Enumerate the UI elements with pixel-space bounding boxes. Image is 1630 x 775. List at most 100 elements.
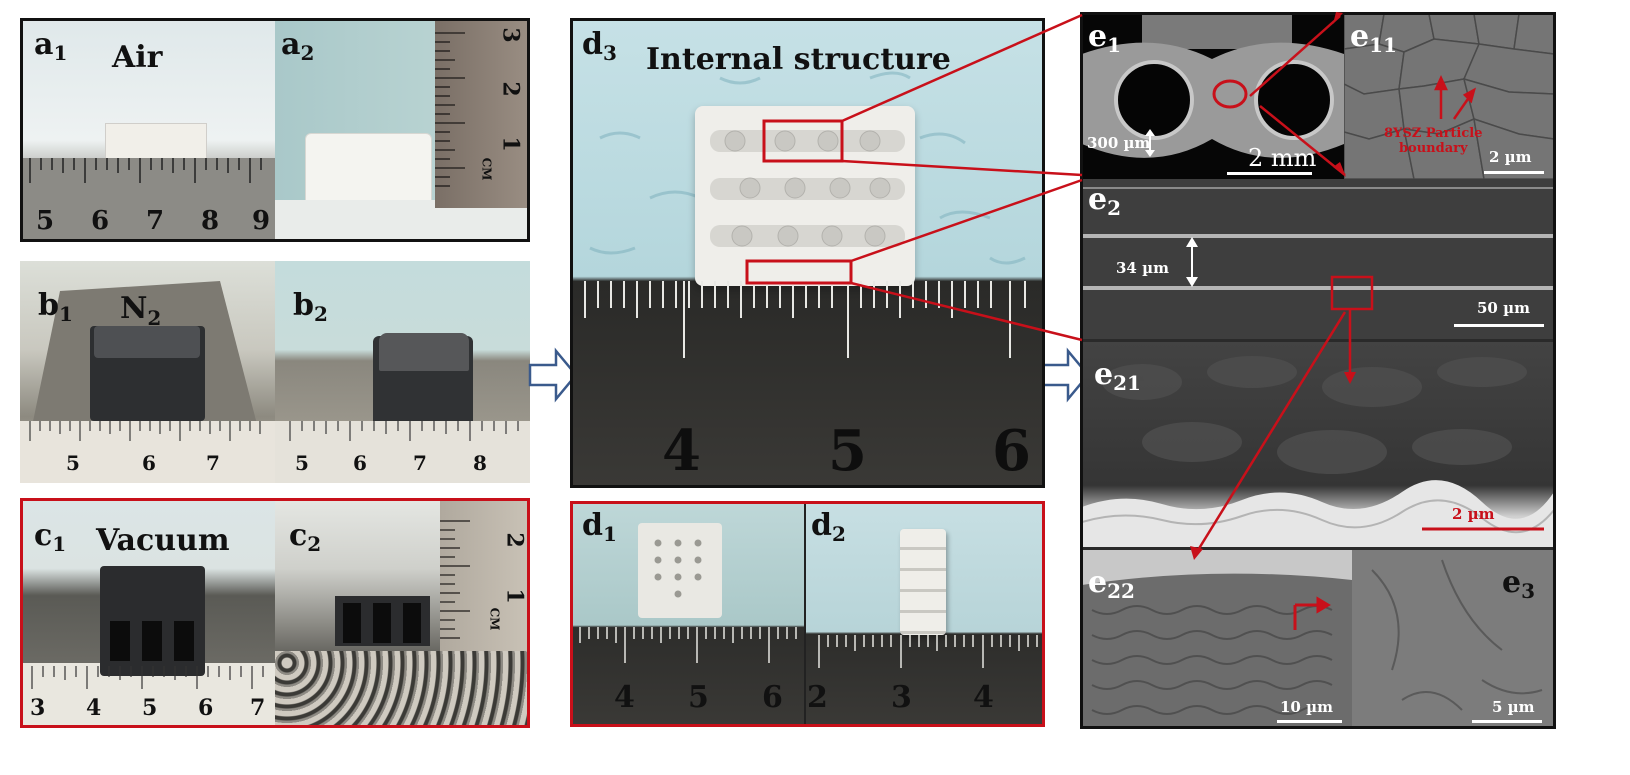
- ruler-number: 8: [473, 451, 487, 475]
- label-main: d: [582, 27, 603, 62]
- window-3: [403, 603, 421, 643]
- panel-label-e1: e1: [1088, 19, 1121, 56]
- panel-label-d2: d2: [811, 511, 846, 545]
- ruler-number: 3: [891, 680, 912, 715]
- ruler-number: 5: [295, 451, 309, 475]
- divider: [804, 504, 806, 724]
- panel-label-e11: e11: [1350, 19, 1397, 57]
- thickness-label-e1: 300 µm: [1087, 134, 1151, 152]
- layer-band: [1082, 286, 1554, 290]
- porous-substrate: [275, 651, 530, 726]
- sem-e3-texture: [1371, 559, 1543, 711]
- frame-row-d: [570, 501, 1045, 727]
- label-sub: 3: [1521, 579, 1536, 603]
- layer-band: [1082, 187, 1554, 189]
- annotation-e11: 8YSZ Particle boundary: [1384, 126, 1483, 156]
- label-sub: 2: [300, 41, 315, 65]
- panel-b1: 5 6 7 b1 N2: [20, 261, 275, 483]
- channel-row-1: [710, 130, 905, 152]
- label-sub: 1: [53, 41, 68, 65]
- ruler-number: 2: [807, 680, 828, 715]
- panel-label-a2: a2: [281, 27, 315, 65]
- annotation-line: 8YSZ Particle: [1384, 126, 1483, 141]
- sem-e2-annotations: [1186, 237, 1374, 311]
- ruler-number: 5: [828, 418, 867, 484]
- panel-d1: 4 5 6 d1: [570, 503, 805, 725]
- panel-label-e2: e2: [1088, 185, 1122, 220]
- ruler-number: 6: [992, 418, 1031, 484]
- panel-e22: 10 µm e22: [1082, 550, 1352, 727]
- label-sub: 2: [313, 302, 328, 326]
- scale-bar-e22: [1277, 720, 1342, 723]
- ruler-d2: [818, 635, 1038, 668]
- panel-c1: 3 4 5 6 7 c1 Vacuum: [20, 501, 275, 726]
- panel-label-d1: d1: [582, 508, 617, 546]
- frame-e: [1080, 12, 1556, 729]
- label-sub: 2: [1107, 196, 1122, 220]
- ruler-number: 4: [662, 418, 701, 484]
- label-main: e: [1088, 565, 1108, 600]
- panel-label-c1: c1: [34, 518, 67, 556]
- process-arrow-left: [528, 347, 578, 403]
- panel-e3: 5 µm e3: [1352, 550, 1554, 727]
- panel-label-e3: e3: [1502, 568, 1536, 603]
- ceramic-sample-d1: [638, 523, 722, 618]
- ruler-ticks-c2: [440, 520, 470, 639]
- label-sub: 3: [602, 41, 617, 65]
- frame-row-b: [20, 261, 530, 483]
- panel-label-a1: a1: [34, 30, 68, 65]
- vertical-ruler-a2: [435, 18, 530, 208]
- label-main: a: [281, 27, 301, 62]
- scale-bar-e11: [1484, 171, 1544, 174]
- sample-top-b1: [94, 326, 200, 358]
- label-main: e: [1094, 357, 1114, 392]
- ruler-a1: [20, 158, 275, 240]
- frame-d3: [570, 18, 1045, 488]
- label-sub: 1: [602, 522, 617, 546]
- atmosphere-title-n2: N2: [120, 291, 161, 330]
- ruler-number: 7: [146, 206, 165, 236]
- label-main: c: [34, 518, 53, 553]
- label-sub: 1: [52, 532, 67, 556]
- vertical-ruler-c2: [440, 501, 530, 651]
- panel-a1: 5 6 7 8 9 a1 Air: [20, 18, 275, 240]
- atmosphere-title-vacuum: Vacuum: [96, 523, 230, 558]
- label-main: d: [582, 508, 603, 543]
- left-column: 5 6 7 8 9 a1 Air 3 2 1 CM a2: [20, 18, 530, 728]
- annotation-line: boundary: [1398, 141, 1468, 156]
- window-3: [174, 621, 194, 661]
- ruler-number: 5: [36, 206, 55, 236]
- scale-bar-e2: [1454, 324, 1544, 327]
- frame-row-a: [20, 18, 530, 242]
- ruler-b1: [20, 421, 275, 483]
- panel-label-c2: c2: [289, 518, 321, 555]
- label-main: b: [293, 288, 314, 323]
- label-main: c: [289, 518, 308, 553]
- panel-c2: 2 1 CM c2: [275, 501, 530, 726]
- ruler-number: 4: [614, 680, 635, 715]
- panel-b2: 5 6 7 8 b2: [275, 261, 530, 483]
- ruler-number: 5: [142, 695, 158, 721]
- label-main: b: [38, 288, 59, 323]
- panel-label-b1: b1: [38, 288, 73, 325]
- right-column: 300 µm 2 mm e1 8YSZ Particle boun: [1080, 12, 1556, 729]
- ruler-number: 7: [250, 695, 266, 721]
- panel-label-e22: e22: [1088, 565, 1135, 602]
- ruler-number: 9: [252, 206, 271, 236]
- ruler-number: 5: [688, 680, 709, 715]
- middle-column: 4 5 6 d3 Internal structure 4 5 6: [570, 18, 1045, 728]
- label-sub: 11: [1369, 33, 1397, 57]
- window-1: [343, 603, 361, 643]
- scale-label-e2: 50 µm: [1477, 299, 1530, 317]
- ruler-number: 8: [201, 206, 220, 236]
- ruler-b2: [275, 421, 530, 483]
- ruler-number: 6: [142, 451, 156, 475]
- label-main: e: [1088, 19, 1108, 54]
- ruler-number: 4: [86, 695, 102, 721]
- ruler-number: 6: [762, 680, 783, 715]
- panel-e11: 8YSZ Particle boundary 2 µm e11: [1344, 14, 1554, 179]
- process-arrow-right: [1040, 347, 1090, 403]
- label-main: e: [1350, 19, 1370, 54]
- ruler-ticks-a2: [435, 32, 465, 187]
- window-2: [142, 621, 162, 661]
